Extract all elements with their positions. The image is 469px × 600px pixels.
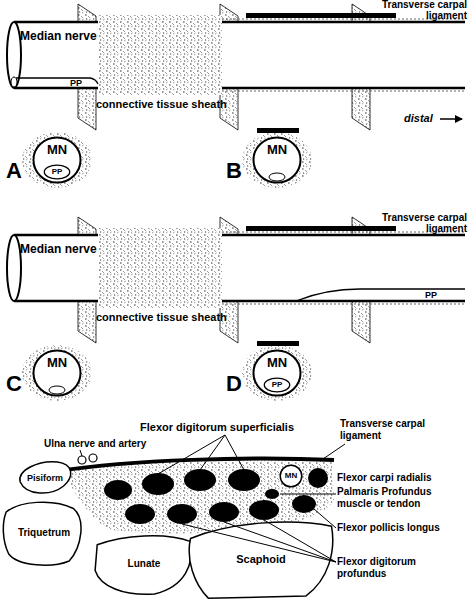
median-nerve-section-outline [280,465,302,487]
nerve-tube [7,4,465,130]
tendon [125,504,155,524]
node-text: Lunate [128,559,161,569]
node-text: MN [47,143,67,156]
node-text: Triquetrum [18,528,70,538]
direction-label: distal [404,112,433,125]
lunate-bone-outline [95,536,191,595]
nerve-cross-section-outline [253,350,300,395]
node-text: PP [52,168,63,176]
pp-end [11,77,17,87]
leader-line [320,444,345,461]
nerve-cross-section-outline [253,137,300,182]
nerve-label: Median nerve [20,243,97,257]
node-text: MN [285,472,297,480]
pp-band [16,78,98,84]
leader-line [158,435,244,474]
ligament-label: Transverse carpal ligament [362,213,467,234]
node-text: MN [47,356,67,369]
pp-cross-section: PP [44,165,70,179]
node-text: MN [267,143,287,156]
nerve-cross-section: MN [33,350,81,396]
leader-line [280,494,336,495]
pp-remnant [269,173,285,181]
tendon [265,489,279,499]
tendon-label: Palmaris Profundus muscle or tendon [337,486,462,509]
tendon [209,502,239,522]
pp-cross-section: PP [264,378,290,392]
pisiform-bone-outline [20,462,71,493]
tendon-label: Flexor digitorum profundus [337,556,467,579]
distal-arrow [440,118,462,120]
pp-remnant [49,386,65,394]
node-text: Scaphoid [236,554,286,565]
ligament-label: Transverse carpal ligament [340,418,450,441]
pp-band [296,289,465,301]
sheath-halo [242,132,312,188]
sheath-halo [22,345,92,401]
tendon [142,473,174,495]
nerve-cross-section: MN [253,137,301,183]
panel-letter: B [226,158,242,183]
panel-letter: D [226,371,242,396]
nerve-label: Median nerve [20,30,97,44]
ulnar-artery [89,454,97,462]
nerve-cross-section-outline [33,350,80,395]
tendon [308,468,328,488]
leader-line [314,509,336,528]
ligament-label: Transverse carpal ligament [362,0,467,21]
node-text: Pisiform [27,474,63,483]
tendon-label: Flexor digitorum superficialis [140,421,294,434]
tendon [167,504,197,524]
triquetrum-bone-outline [3,502,81,565]
node-text: PP [272,381,283,389]
tendon-label: Flexor carpi radialis [337,472,432,484]
scaphoid-bone: Scaphoid [186,518,336,600]
panel-letter: A [6,158,22,183]
triquetrum-bone: Triquetrum [2,498,86,568]
pp-label: PP [425,290,437,300]
tendon [228,469,260,491]
sheath-label: connective tissue sheath [96,98,227,111]
panel-letter: C [6,371,22,396]
pp-cross-section-outline [44,165,69,179]
tendon [104,468,328,524]
ligament-bar [257,341,299,346]
sheath-halo [22,132,92,188]
ligament-bar [257,128,299,133]
nerve-cross-section-outline [33,137,80,182]
node-text: MN [267,356,287,369]
tendon [249,500,279,520]
nerve-cross-section: MN PP [253,350,301,396]
pp-label: PP [70,78,82,88]
sheath-halo [242,345,312,401]
vessel-label: Ulna nerve and artery [44,438,146,450]
tendon [184,469,216,491]
sheath-label: connective tissue sheath [96,311,227,324]
tendon [292,495,316,513]
scaphoid-bone-outline [189,522,333,598]
median-nerve-section: MN [280,465,302,487]
ulnar-nerve [78,456,86,464]
nerve-tube [7,217,465,343]
leader-line [80,450,82,456]
tendon [104,480,132,500]
lunate-bone: Lunate [92,532,196,596]
leader-line [182,520,336,562]
tendon-label: Flexor pollicis longus [337,522,440,534]
pisiform-bone: Pisiform [14,458,76,498]
leader-line [80,435,345,562]
pp-cross-section-outline [264,378,289,392]
nerve-cross-section: MN PP [33,137,81,183]
